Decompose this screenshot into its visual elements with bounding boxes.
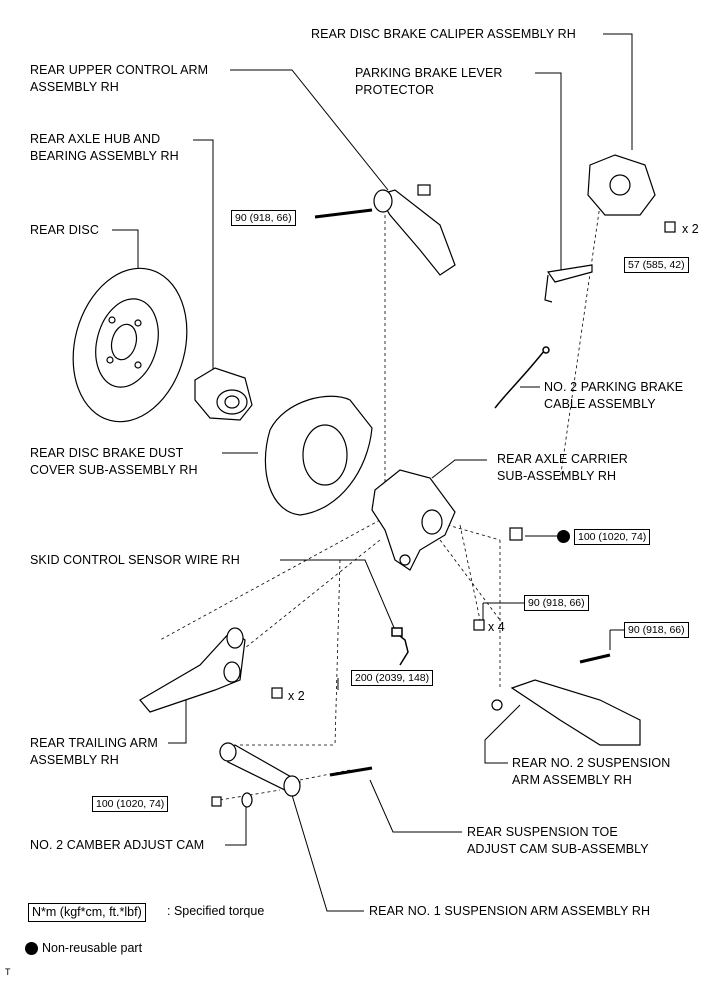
caliper-drawing bbox=[587, 154, 676, 233]
legend-torque-desc: : Specified torque bbox=[167, 904, 265, 918]
label-skid-sensor: SKID CONTROL SENSOR WIRE RH bbox=[30, 553, 240, 567]
label-camber-cam: NO. 2 CAMBER ADJUST CAM bbox=[30, 838, 205, 852]
torque-carrier-nut: 100 (1020, 74) bbox=[574, 529, 651, 545]
label-upper-arm: REAR UPPER CONTROL ARM ASSEMBLY RH bbox=[30, 63, 209, 94]
nonreusable-dot-icon bbox=[557, 530, 570, 543]
pb-protector-drawing bbox=[544, 264, 593, 303]
label-carrier: REAR AXLE CARRIER SUB-ASSEMBLY RH bbox=[497, 452, 628, 483]
torque-trailing-arm-bolts: 200 (2039, 148) bbox=[351, 670, 434, 686]
skid-sensor-drawing bbox=[391, 627, 409, 666]
label-pb-cable: NO. 2 PARKING BRAKE CABLE ASSEMBLY bbox=[544, 380, 684, 411]
torque-carrier-bolts: 90 (918, 66) bbox=[524, 595, 589, 611]
leader-hub bbox=[193, 139, 214, 378]
label-pb-protector: PARKING BRAKE LEVER PROTECTOR bbox=[355, 66, 503, 97]
leader-carrier bbox=[431, 459, 487, 479]
leader-pb-protector bbox=[535, 72, 562, 270]
leader-caliper bbox=[603, 33, 633, 150]
leader-upper-arm bbox=[230, 69, 389, 191]
torque-no1-arm-nut: 100 (1020, 74) bbox=[92, 796, 169, 812]
label-caliper: REAR DISC BRAKE CALIPER ASSEMBLY RH bbox=[311, 27, 576, 41]
label-no1-arm: REAR NO. 1 SUSPENSION ARM ASSEMBLY RH bbox=[369, 904, 651, 918]
upper-arm-drawing bbox=[314, 184, 456, 276]
no1-arm-drawing bbox=[211, 742, 373, 808]
no2-arm-drawing bbox=[491, 653, 641, 746]
torque-no2-arm-bolt: 90 (918, 66) bbox=[624, 622, 689, 638]
label-hub: REAR AXLE HUB AND BEARING ASSEMBLY RH bbox=[30, 132, 179, 163]
leader-camber bbox=[225, 800, 247, 846]
leader-trailing bbox=[168, 697, 187, 744]
label-trailing-arm: REAR TRAILING ARM ASSEMBLY RH bbox=[30, 736, 158, 767]
mult-carrier: x 4 bbox=[488, 620, 505, 634]
leader-disc bbox=[112, 229, 139, 285]
corner-mark: T bbox=[5, 967, 11, 977]
legend-nonreusable-text: Non-reusable part bbox=[42, 941, 143, 955]
rear-disc-drawing bbox=[72, 267, 188, 423]
mult-caliper: x 2 bbox=[682, 222, 699, 236]
hub-drawing bbox=[194, 367, 253, 421]
legend-torque-key: N*m (kgf*cm, ft.*lbf) bbox=[28, 903, 146, 922]
carrier-drawing bbox=[371, 469, 456, 571]
torque-upper-arm-bolt: 90 (918, 66) bbox=[231, 210, 296, 226]
leader-no1-arm bbox=[291, 794, 364, 912]
leader-toe bbox=[369, 779, 462, 833]
legend-nonreusable-dot-icon bbox=[25, 942, 38, 955]
label-toe-cam: REAR SUSPENSION TOE ADJUST CAM SUB-ASSEM… bbox=[467, 825, 649, 856]
leader-no2-arm bbox=[484, 704, 521, 764]
trailing-arm-drawing bbox=[139, 627, 283, 713]
dust-cover-drawing bbox=[264, 395, 373, 516]
label-no2-arm: REAR NO. 2 SUSPENSION ARM ASSEMBLY RH bbox=[512, 756, 671, 787]
torque-caliper-bolt: 57 (585, 42) bbox=[624, 257, 689, 273]
label-dust-cover: REAR DISC BRAKE DUST COVER SUB-ASSEMBLY … bbox=[30, 446, 198, 477]
mult-trailing: x 2 bbox=[288, 689, 305, 703]
label-disc: REAR DISC bbox=[30, 223, 99, 237]
pb-cable-drawing bbox=[494, 346, 550, 409]
leader-skid bbox=[280, 559, 396, 631]
